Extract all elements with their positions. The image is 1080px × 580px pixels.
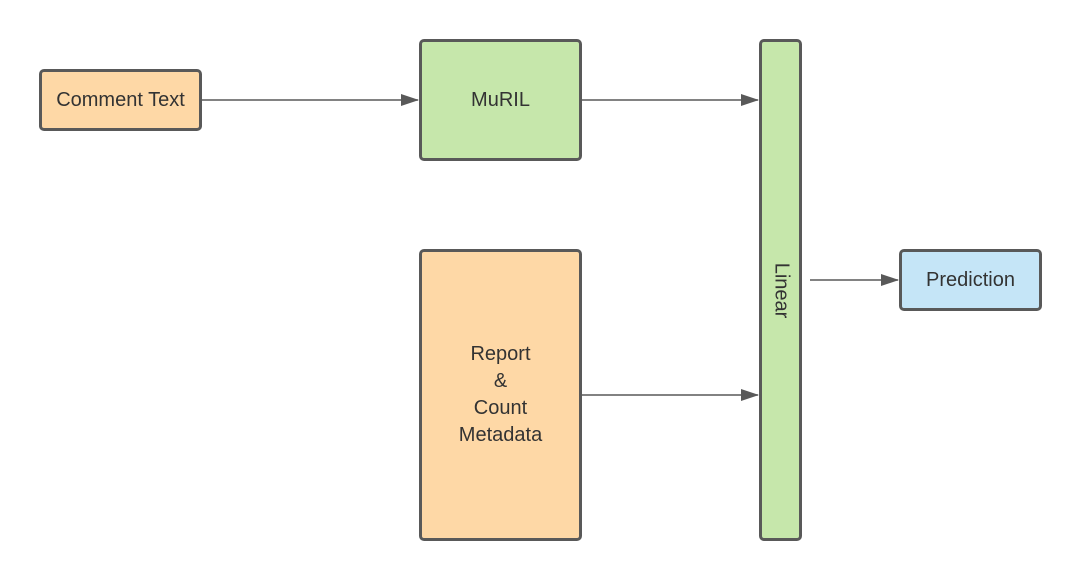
prediction-node: Prediction [899, 249, 1042, 311]
report-metadata-label: Report & Count Metadata [458, 343, 543, 446]
comment-text-label: Comment Text [56, 88, 185, 111]
linear-node: Linear [759, 39, 802, 541]
muril-label: MuRIL [471, 88, 530, 111]
report-metadata-node: Report & Count Metadata [419, 249, 582, 541]
muril-node: MuRIL [419, 39, 582, 161]
linear-label: Linear [770, 262, 793, 318]
prediction-label: Prediction [926, 268, 1015, 291]
comment-text-node: Comment Text [39, 69, 202, 131]
